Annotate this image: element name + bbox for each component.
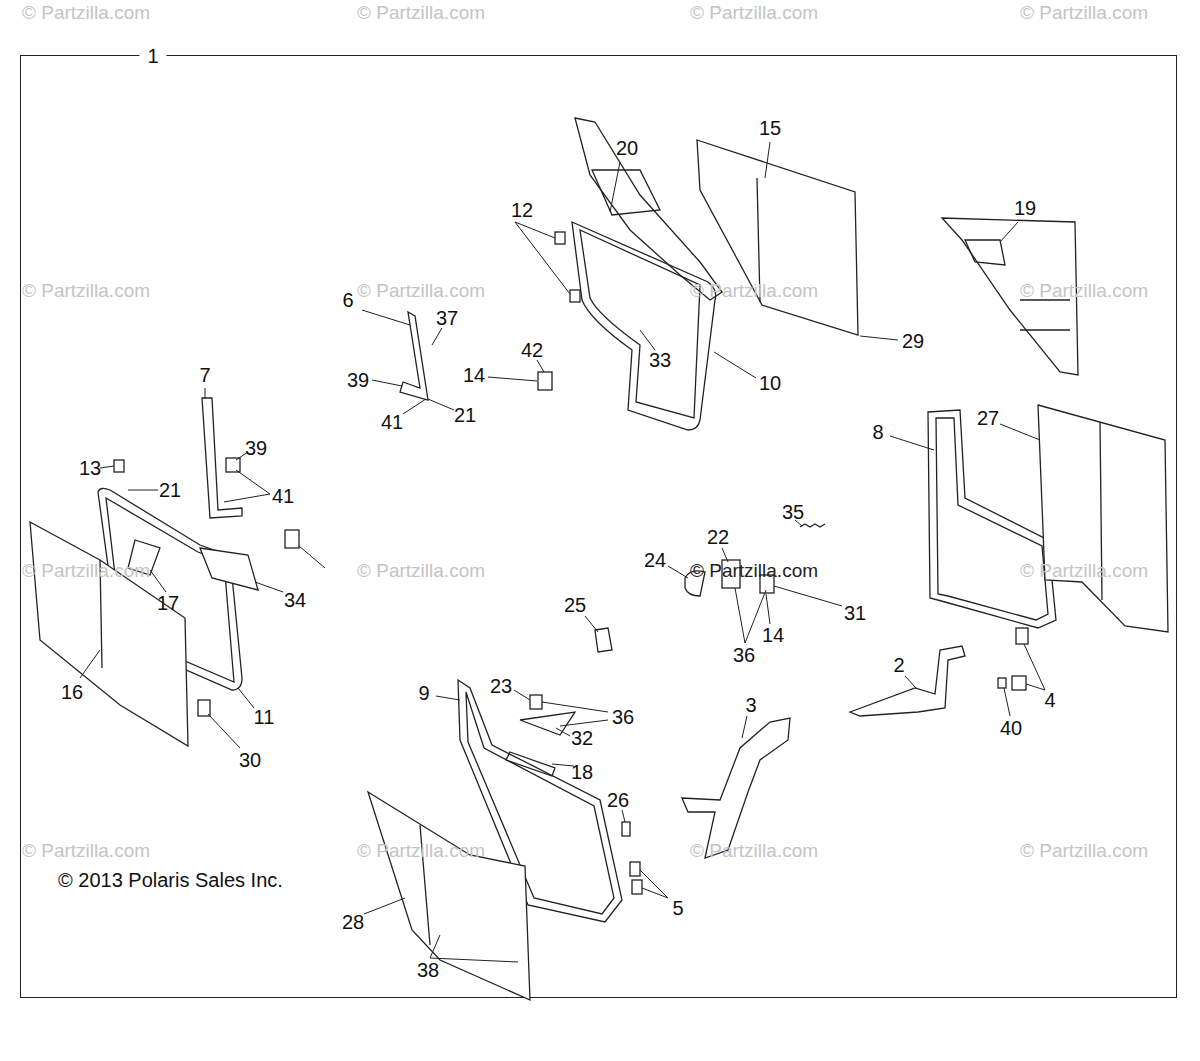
watermark-text: © Partzilla.com — [690, 3, 818, 22]
callout-number: 29 — [902, 331, 924, 351]
callout-number: 16 — [61, 682, 83, 702]
callout-number: 26 — [607, 790, 629, 810]
watermark-text: © Partzilla.com — [22, 841, 150, 860]
watermark-text: © Partzilla.com — [357, 281, 485, 300]
callout-number: 30 — [239, 750, 261, 770]
callout-number: 36 — [733, 645, 755, 665]
callout-number: 20 — [616, 138, 638, 158]
callout-number: 28 — [342, 912, 364, 932]
callout-number: 39 — [245, 438, 267, 458]
callout-number: 21 — [454, 405, 476, 425]
callout-number: 13 — [79, 458, 101, 478]
watermark-text: © Partzilla.com — [690, 281, 818, 300]
callout-number: 7 — [199, 365, 210, 385]
callout-number: 4 — [1044, 690, 1055, 710]
callout-number: 36 — [612, 707, 634, 727]
callout-number: 38 — [417, 960, 439, 980]
callout-number: 41 — [381, 412, 403, 432]
callout-number: 11 — [254, 707, 275, 727]
callout-number: 19 — [1014, 198, 1036, 218]
callout-number: 22 — [707, 527, 729, 547]
callout-number: 14 — [463, 365, 485, 385]
callout-number: 41 — [272, 486, 294, 506]
callout-number: 8 — [872, 422, 883, 442]
watermark-text: © Partzilla.com — [357, 841, 485, 860]
callout-number: 40 — [1000, 718, 1022, 738]
callout-number: 1 — [139, 46, 166, 66]
watermark-text: © Partzilla.com — [357, 561, 485, 580]
callout-number: 5 — [672, 898, 683, 918]
copyright-text: © 2013 Polaris Sales Inc. — [58, 870, 283, 890]
watermark-text: © Partzilla.com — [22, 561, 150, 580]
callout-number: 12 — [511, 200, 533, 220]
callout-number: 39 — [347, 370, 369, 390]
callout-number: 17 — [157, 593, 179, 613]
watermark-text: © Partzilla.com — [22, 3, 150, 22]
callout-number: 25 — [564, 595, 586, 615]
watermark-text: © Partzilla.com — [690, 841, 818, 860]
callout-number: 33 — [649, 350, 671, 370]
callout-number: 21 — [159, 480, 181, 500]
callout-number: 31 — [844, 603, 866, 623]
callout-number: 37 — [436, 308, 458, 328]
watermark-text: © Partzilla.com — [690, 561, 818, 580]
callout-number: 15 — [759, 118, 781, 138]
watermark-text: © Partzilla.com — [1020, 561, 1148, 580]
callout-number: 18 — [571, 762, 593, 782]
callout-number: 3 — [745, 695, 756, 715]
callout-number: 6 — [342, 290, 353, 310]
callout-number: 9 — [418, 683, 429, 703]
callout-number: 23 — [490, 676, 512, 696]
watermark-text: © Partzilla.com — [1020, 281, 1148, 300]
callout-number: 14 — [762, 625, 784, 645]
watermark-text: © Partzilla.com — [1020, 841, 1148, 860]
callout-number: 24 — [644, 550, 666, 570]
callout-number: 10 — [759, 373, 781, 393]
watermark-text: © Partzilla.com — [1020, 3, 1148, 22]
callout-number: 35 — [782, 502, 804, 522]
callout-number: 2 — [893, 655, 904, 675]
watermark-text: © Partzilla.com — [357, 3, 485, 22]
callout-number: 27 — [977, 408, 999, 428]
callout-number: 34 — [284, 590, 306, 610]
watermark-text: © Partzilla.com — [22, 281, 150, 300]
callout-number: 42 — [521, 340, 543, 360]
callout-number: 32 — [571, 728, 593, 748]
